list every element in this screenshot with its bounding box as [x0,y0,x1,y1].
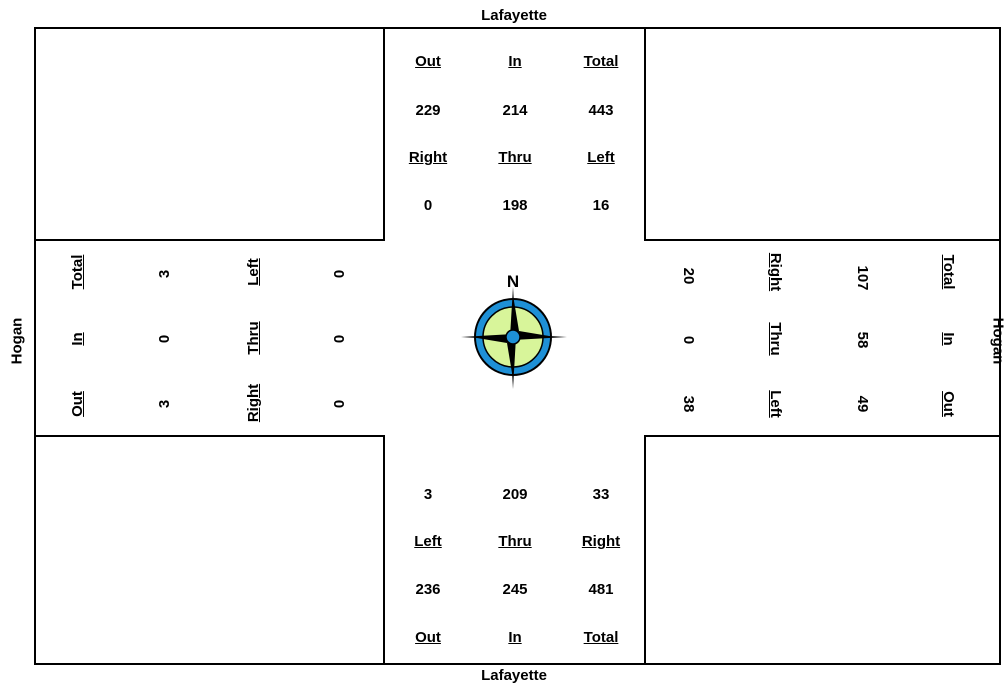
street-name-south: Lafayette [481,667,547,684]
west-total-count: 3 [156,270,174,278]
west-in-header: In [69,332,87,345]
north-total-header: Total [584,53,619,71]
compass-rose-icon: N [455,265,575,395]
east-thru-label: Thru [766,322,784,355]
east-total-header: Total [939,255,957,290]
east-right-count: 20 [679,268,697,285]
south-thru-count: 209 [502,486,527,504]
south-in-header: In [508,629,521,647]
street-name-west: Hogan [9,318,26,365]
south-left-label: Left [414,533,442,551]
south-right-label: Right [582,533,620,551]
west-total-header: Total [69,255,87,290]
west-out-header: Out [69,391,87,417]
south-out-count: 236 [415,581,440,599]
south-in-count: 245 [502,581,527,599]
east-out-count: 49 [853,396,871,413]
west-right-label: Right [245,384,263,422]
north-in-header: In [508,53,521,71]
east-right-label: Right [766,253,784,291]
street-name-north: Lafayette [481,7,547,24]
south-total-count: 481 [588,581,613,599]
west-left-label: Left [245,258,263,286]
west-right-count: 0 [331,400,349,408]
east-total-count: 107 [853,265,871,290]
west-thru-count: 0 [331,335,349,343]
west-left-count: 0 [331,270,349,278]
street-name-east: Hogan [990,318,1005,365]
west-in-count: 0 [156,335,174,343]
north-left-count: 16 [593,197,610,215]
south-thru-label: Thru [498,533,531,551]
south-total-header: Total [584,629,619,647]
north-out-count: 229 [415,102,440,120]
north-thru-label: Thru [498,149,531,167]
south-right-count: 33 [593,486,610,504]
east-left-count: 38 [679,396,697,413]
south-out-header: Out [415,629,441,647]
south-left-count: 3 [424,486,432,504]
east-thru-count: 0 [679,336,697,344]
north-thru-count: 198 [502,197,527,215]
north-out-header: Out [415,53,441,71]
west-thru-label: Thru [245,321,263,354]
north-total-count: 443 [588,102,613,120]
east-in-count: 58 [853,332,871,349]
east-out-header: Out [939,391,957,417]
north-left-label: Left [587,149,615,167]
north-right-count: 0 [424,197,432,215]
east-in-header: In [939,332,957,345]
west-out-count: 3 [156,400,174,408]
east-left-label: Left [766,390,784,418]
north-right-label: Right [409,149,447,167]
north-in-count: 214 [502,102,527,120]
